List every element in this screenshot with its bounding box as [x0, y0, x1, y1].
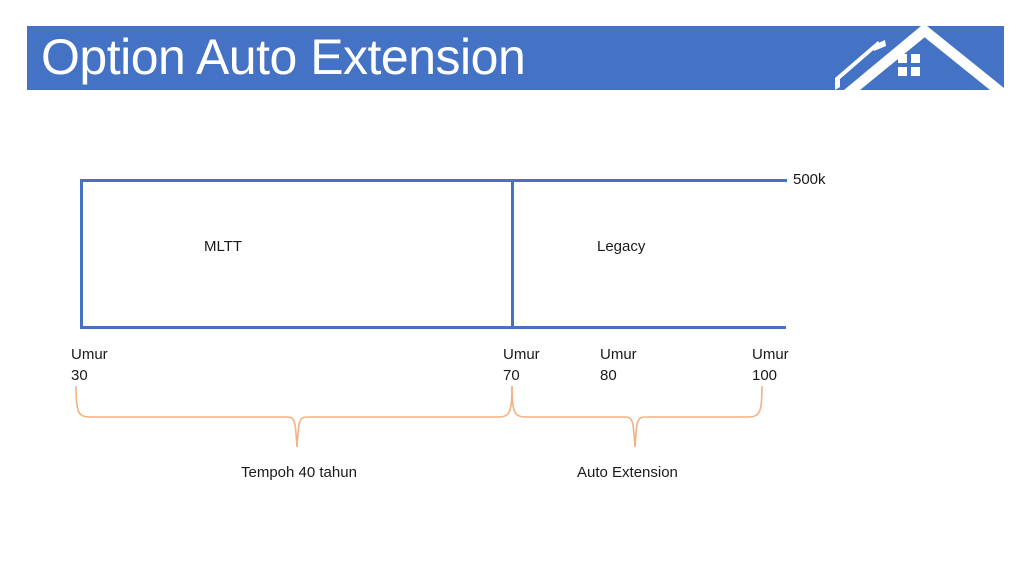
- coverage-amount-label: 500k: [793, 171, 826, 188]
- diagram-segment-divider: [511, 179, 514, 329]
- age-tick-80-value: 80: [600, 367, 617, 384]
- title-banner: Option Auto Extension: [27, 26, 1004, 90]
- brace-auto-extension: [511, 385, 763, 448]
- age-tick-30-word: Umur: [71, 346, 108, 363]
- age-tick-30-value: 30: [71, 367, 88, 384]
- brace-tempoh-40-tahun: [75, 385, 513, 448]
- brace-caption-tempoh: Tempoh 40 tahun: [241, 464, 357, 481]
- age-tick-100-word: Umur: [752, 346, 789, 363]
- age-tick-100: Umur 100: [752, 344, 789, 386]
- age-tick-70: Umur 70: [503, 344, 540, 386]
- age-tick-70-value: 70: [503, 367, 520, 384]
- age-tick-100-value: 100: [752, 367, 778, 384]
- house-roof-logo-icon: [835, 26, 1004, 90]
- age-tick-70-word: Umur: [503, 346, 540, 363]
- page-title: Option Auto Extension: [41, 29, 526, 85]
- diagram-top-line: [80, 179, 787, 182]
- age-tick-80-word: Umur: [600, 346, 637, 363]
- diagram-bottom-line: [80, 326, 786, 329]
- diagram-left-edge: [80, 179, 83, 329]
- segment-label-mltt: MLTT: [204, 238, 243, 255]
- brace-caption-auto-extension: Auto Extension: [577, 464, 678, 481]
- age-tick-30: Umur 30: [71, 344, 108, 386]
- age-tick-80: Umur 80: [600, 344, 637, 386]
- segment-label-legacy: Legacy: [597, 238, 646, 255]
